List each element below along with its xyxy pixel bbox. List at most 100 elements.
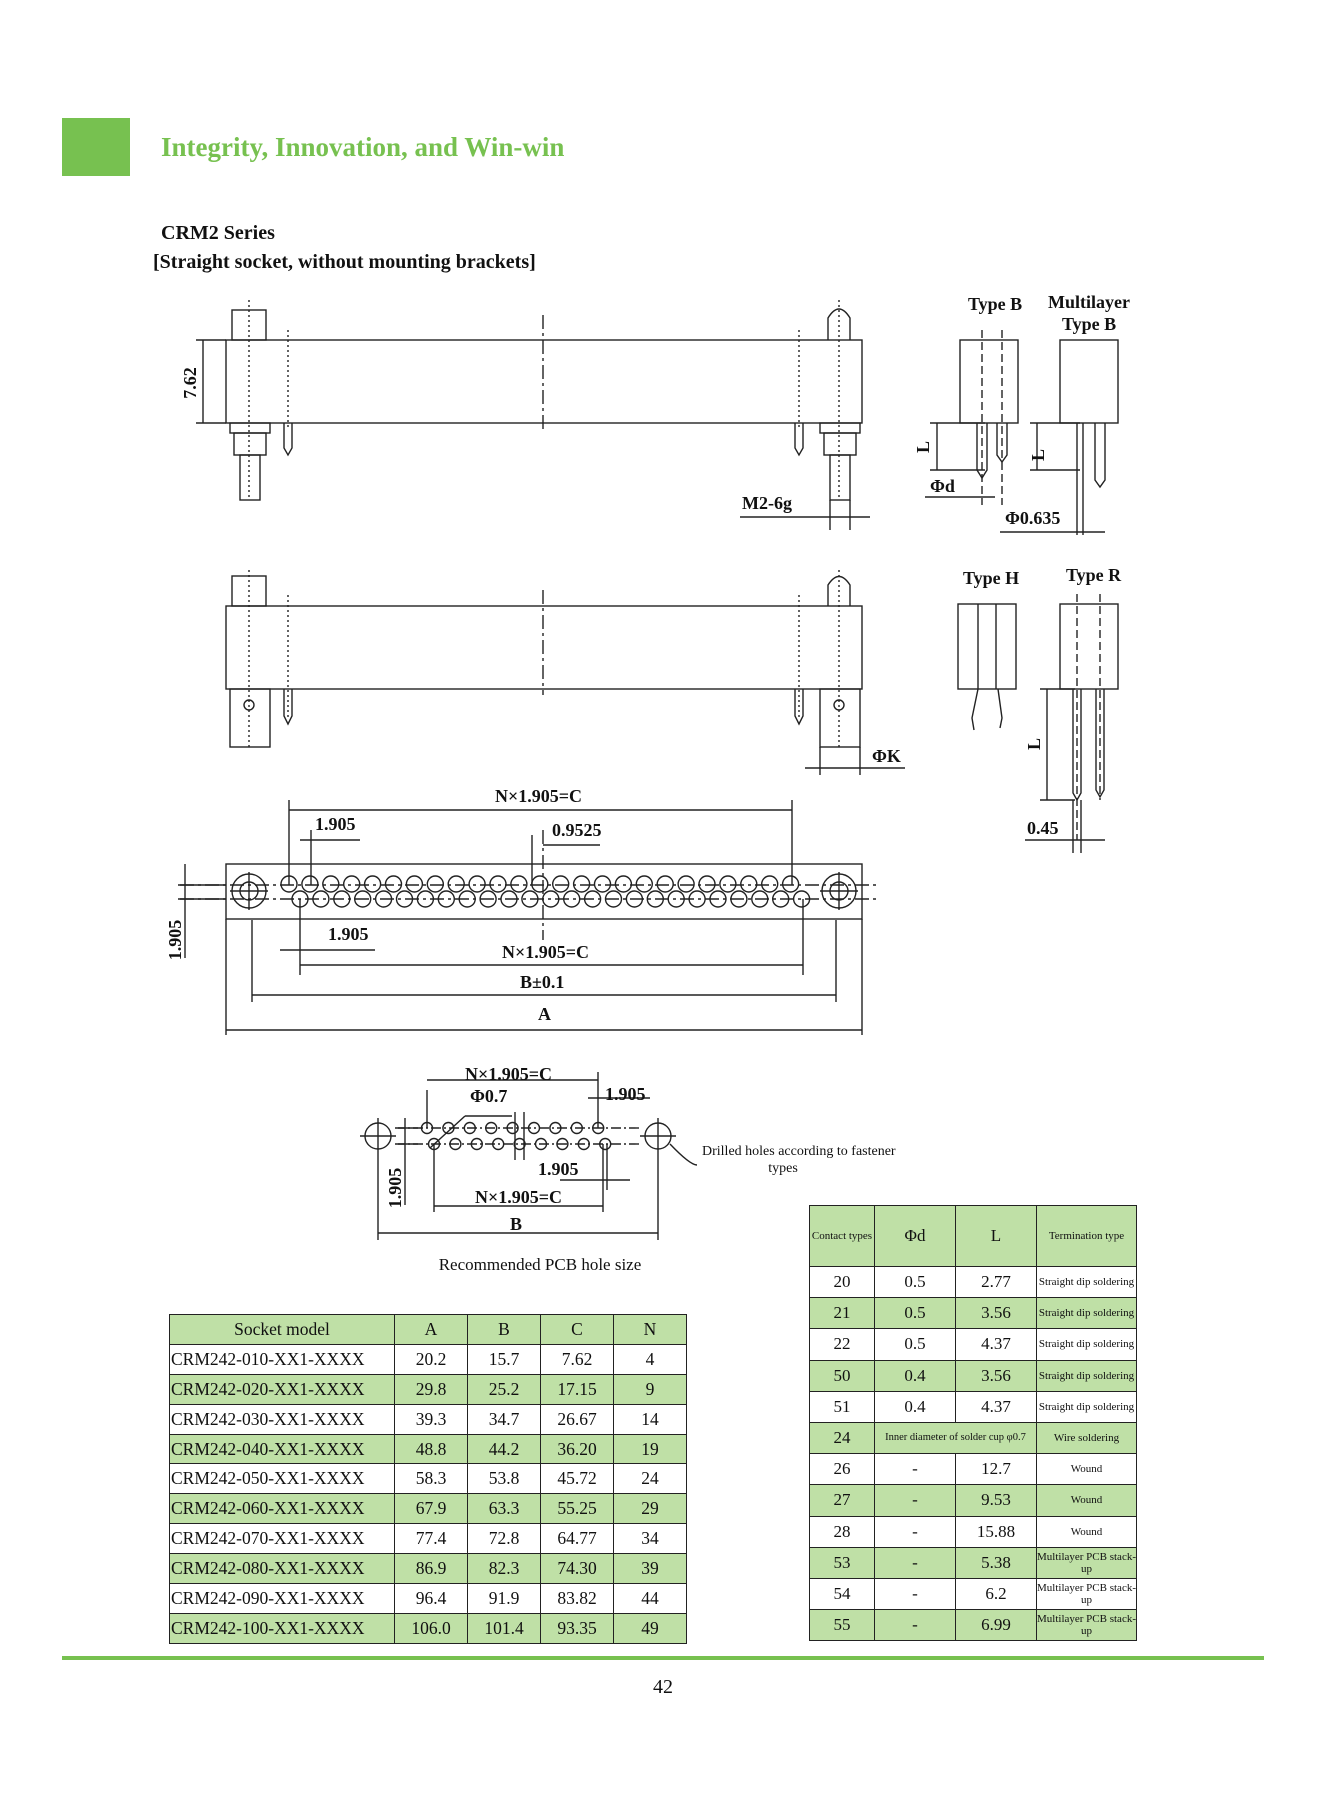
hole (384, 875, 403, 893)
hole (333, 890, 351, 908)
table-cell: 49 (613, 1612, 687, 1644)
table-cell: - (874, 1484, 956, 1517)
table-cell: 0.5 (874, 1297, 956, 1330)
table-cell: 106.0 (394, 1612, 468, 1644)
hole (416, 890, 435, 908)
table-cell: 15.88 (955, 1515, 1037, 1548)
socket-table-header: Socket model A B C N (169, 1314, 687, 1345)
col-header-a: A (394, 1314, 468, 1345)
table-cell: 25.2 (467, 1373, 541, 1405)
table-cell: CRM242-010-XX1-XXXX (169, 1343, 395, 1375)
table-cell: Multilayer PCB stack-up (1036, 1577, 1137, 1611)
pcb-1905-bottom-label: 1.905 (538, 1159, 579, 1179)
table-cell: 0.4 (874, 1359, 956, 1392)
table-cell: 96.4 (394, 1583, 468, 1614)
hole (374, 890, 393, 908)
pcb-hole-pattern (360, 1072, 698, 1240)
hole (688, 890, 706, 908)
table-cell: Inner diameter of solder cup φ0.7 (874, 1421, 1037, 1455)
hole (781, 875, 800, 893)
table-cell: 24 (809, 1421, 875, 1455)
table-cell: CRM242-100-XX1-XXXX (169, 1612, 395, 1644)
table-cell: 53 (809, 1546, 875, 1579)
front-holes-top-row (280, 875, 800, 893)
dim-l-label-mb: L (1028, 449, 1048, 461)
table-cell: 3.56 (955, 1359, 1037, 1392)
brand-slogan: Integrity, Innovation, and Win-win (161, 132, 565, 162)
hole (531, 875, 549, 893)
dim-l-label-r: L (1024, 738, 1044, 750)
table-cell: CRM242-050-XX1-XXXX (169, 1463, 395, 1495)
pcb-1905-side-label: 1.905 (385, 1168, 405, 1209)
dim-0635-label: Φ0.635 (1005, 508, 1060, 528)
col-header-c: C (540, 1314, 614, 1345)
table-cell: 7.62 (540, 1343, 614, 1375)
table-cell: - (874, 1609, 956, 1642)
hole (604, 890, 623, 908)
hole (709, 890, 727, 908)
table-cell: Multilayer PCB stack-up (1036, 1609, 1137, 1642)
technical-drawing: 7.62 M2-6g Type B Multilayer Type B L L … (165, 292, 1130, 1274)
pcb-nc-top-label: N×1.905=C (465, 1064, 552, 1084)
table-cell: Multilayer PCB stack-up (1036, 1546, 1137, 1579)
table-cell: 29.8 (394, 1373, 468, 1405)
hole (437, 890, 455, 908)
multilayer-label-line1: Multilayer (1048, 292, 1130, 312)
col-header-socket-model: Socket model (169, 1314, 395, 1345)
table-cell: Wound (1036, 1484, 1137, 1517)
table-cell: - (874, 1453, 956, 1486)
dim-nc-bottom-label: N×1.905=C (502, 942, 589, 962)
side-view-top (196, 300, 870, 530)
table-cell: 36.20 (540, 1433, 614, 1465)
hole (772, 890, 790, 908)
table-cell: CRM242-020-XX1-XXXX (169, 1373, 395, 1405)
table-cell: 17.15 (540, 1373, 614, 1405)
table-cell: 3.56 (955, 1297, 1037, 1330)
hole (427, 1137, 441, 1151)
hole (646, 890, 664, 908)
table-cell: 54 (809, 1577, 875, 1611)
table-cell: 74.30 (540, 1553, 614, 1585)
hole (479, 890, 497, 908)
table-cell: 24 (613, 1463, 687, 1495)
table-cell: Wound (1036, 1515, 1137, 1548)
hole (570, 1121, 583, 1135)
table-cell: CRM242-090-XX1-XXXX (169, 1583, 395, 1614)
hole (449, 1137, 462, 1151)
hole (291, 890, 309, 908)
pcb-1905-top-label: 1.905 (605, 1084, 646, 1104)
hole (577, 1137, 590, 1151)
hole (405, 875, 424, 893)
table-cell: 27 (809, 1484, 875, 1517)
table-cell: Straight dip soldering (1036, 1328, 1137, 1361)
hole (740, 875, 758, 893)
pcb-holes-bottom-row (427, 1137, 612, 1151)
table-cell: - (874, 1515, 956, 1548)
table-cell: Straight dip soldering (1036, 1390, 1137, 1423)
hole (485, 1121, 498, 1135)
table-cell: 12.7 (955, 1453, 1037, 1486)
table-cell: 72.8 (467, 1523, 541, 1555)
table-cell: 39.3 (394, 1403, 468, 1435)
thread-label: M2-6g (742, 493, 792, 513)
table-cell: Straight dip soldering (1036, 1359, 1137, 1392)
dim-1905-bottom-label: 1.905 (328, 924, 369, 944)
pcb-b-label: B (510, 1214, 522, 1234)
table-cell: 50 (809, 1359, 875, 1392)
table-cell: Straight dip soldering (1036, 1297, 1137, 1330)
series-subtitle: [Straight socket, without mounting brack… (153, 251, 536, 273)
hole (447, 875, 465, 893)
col-header-contact-types: Contact types (809, 1205, 875, 1267)
table-cell: 19 (613, 1433, 687, 1465)
front-view (178, 800, 880, 1035)
table-cell: Wound (1036, 1453, 1137, 1486)
